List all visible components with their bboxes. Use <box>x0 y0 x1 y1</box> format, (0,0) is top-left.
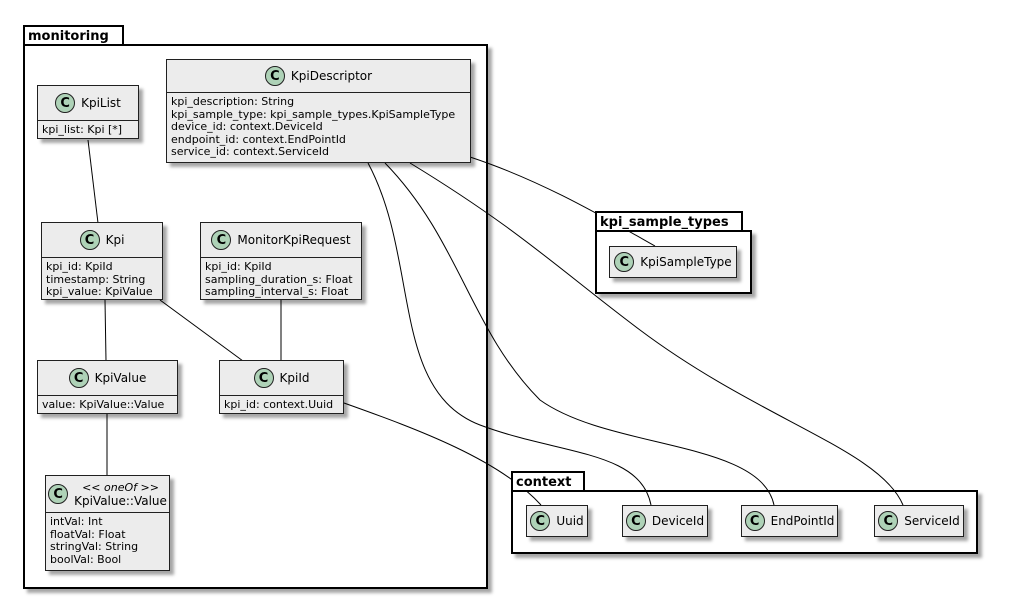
class-icon: C <box>878 511 899 531</box>
edge-kpidescriptor-deviceid <box>367 162 652 506</box>
attribute: intVal: Int <box>50 515 103 528</box>
attribute: sampling_interval_s: Float <box>205 285 349 298</box>
class-name: MonitorKpiRequest <box>237 233 351 247</box>
class-serviceid[interactable]: C ServiceId <box>874 505 964 537</box>
class-name: KpiId <box>279 371 310 385</box>
class-icon: C <box>264 66 285 86</box>
class-attributes: kpi_id: KpiId sampling_duration_s: Float… <box>201 258 361 303</box>
edge-kpidescriptor-kpisampletype <box>469 156 656 247</box>
class-header: C DeviceId <box>623 506 707 536</box>
package-tab: context <box>511 471 585 491</box>
attribute: kpi_id: KpiId <box>205 260 272 273</box>
class-header: C MonitorKpiRequest <box>201 223 361 258</box>
class-header: C KpiDescriptor <box>167 60 470 93</box>
class-name: KpiList <box>81 96 121 110</box>
class-header: C KpiId <box>220 361 343 396</box>
class-stereotype: << oneOf >> <box>82 480 159 494</box>
class-attributes: kpi_id: KpiId timestamp: String kpi_valu… <box>42 258 162 303</box>
class-monitorkpirequest[interactable]: C MonitorKpiRequest kpi_id: KpiId sampli… <box>200 222 362 300</box>
class-icon: C <box>744 511 765 531</box>
class-header: C EndPointId <box>742 506 837 536</box>
attribute: kpi_id: KpiId <box>46 260 113 273</box>
class-kpivalue-value[interactable]: C << oneOf >> KpiValue::Value intVal: In… <box>45 475 170 571</box>
class-icon: C <box>211 230 232 250</box>
class-icon: C <box>625 511 646 531</box>
attribute: device_id: context.DeviceId <box>171 120 323 133</box>
edge-kpi-kpiid <box>159 299 244 362</box>
attribute: floatVal: Float <box>50 527 126 541</box>
attribute: boolVal: Bool <box>50 552 122 566</box>
class-name: KpiDescriptor <box>290 69 373 83</box>
class-header: C KpiValue <box>38 361 177 396</box>
class-deviceid[interactable]: C DeviceId <box>622 505 708 537</box>
class-name: Kpi <box>105 233 125 247</box>
class-name: KpiSampleType <box>640 255 732 269</box>
class-header: C ServiceId <box>875 506 963 536</box>
class-icon: C <box>55 93 76 113</box>
attribute: timestamp: String <box>46 272 146 286</box>
class-uuid[interactable]: C Uuid <box>526 505 588 537</box>
package-frame <box>23 44 488 589</box>
class-kpidescriptor[interactable]: C KpiDescriptor kpi_description: String … <box>166 59 471 163</box>
edge-kpilist-kpi <box>87 139 99 224</box>
attribute: endpoint_id: context.EndPointId <box>171 132 346 146</box>
class-icon: C <box>68 368 89 388</box>
class-kpilist[interactable]: C KpiList kpi_list: Kpi [*] <box>37 85 139 139</box>
attribute: value: KpiValue::Value <box>42 398 165 411</box>
class-name: Uuid <box>556 514 584 528</box>
class-name: DeviceId <box>651 514 705 528</box>
attribute: stringVal: String <box>50 540 139 553</box>
package-tab: monitoring <box>23 25 124 45</box>
package-tab: kpi_sample_types <box>595 211 743 231</box>
class-attributes: kpi_id: context.Uuid <box>220 396 343 416</box>
edge-kpidescriptor-serviceid <box>409 162 904 506</box>
class-header: C << oneOf >> KpiValue::Value <box>46 476 169 513</box>
class-name: KpiValue <box>94 371 147 385</box>
class-icon: C <box>48 484 69 504</box>
class-attributes: kpi_description: String kpi_sample_type:… <box>167 93 470 163</box>
class-header: C KpiSampleType <box>610 247 736 277</box>
class-name: ServiceId <box>904 514 960 528</box>
attribute: kpi_value: KpiValue <box>46 285 153 298</box>
package-frame <box>511 490 978 554</box>
attribute: sampling_duration_s: Float <box>205 272 353 286</box>
class-icon: C <box>79 230 100 250</box>
class-header: C Uuid <box>527 506 587 536</box>
edge-kpidescriptor-endpointid <box>384 162 775 506</box>
class-kpi[interactable]: C Kpi kpi_id: KpiId timestamp: String kp… <box>41 222 163 300</box>
attribute: kpi_sample_type: kpi_sample_types.KpiSam… <box>171 107 456 121</box>
package-frame <box>595 230 752 294</box>
class-name: KpiValue::Value <box>74 493 167 508</box>
class-kpisampletype[interactable]: C KpiSampleType <box>609 246 737 278</box>
class-name: EndPointId <box>770 514 835 528</box>
attribute: kpi_id: context.Uuid <box>224 398 334 411</box>
attribute: service_id: context.ServiceId <box>171 145 329 158</box>
attribute: kpi_list: Kpi [*] <box>42 123 123 136</box>
class-kpivalue[interactable]: C KpiValue value: KpiValue::Value <box>37 360 178 414</box>
class-header: C KpiList <box>38 86 138 121</box>
class-attributes: intVal: Int floatVal: Float stringVal: S… <box>46 513 169 570</box>
class-endpointid[interactable]: C EndPointId <box>741 505 838 537</box>
class-icon: C <box>614 252 635 272</box>
class-icon: C <box>253 368 274 388</box>
class-header: C Kpi <box>42 223 162 258</box>
class-icon: C <box>530 511 551 531</box>
edge-kpi-kpivalue <box>104 299 107 362</box>
class-attributes: kpi_list: Kpi [*] <box>38 121 138 141</box>
class-attributes: value: KpiValue::Value <box>38 396 177 416</box>
attribute: kpi_description: String <box>171 95 295 108</box>
class-kpiid[interactable]: C KpiId kpi_id: context.Uuid <box>219 360 344 414</box>
